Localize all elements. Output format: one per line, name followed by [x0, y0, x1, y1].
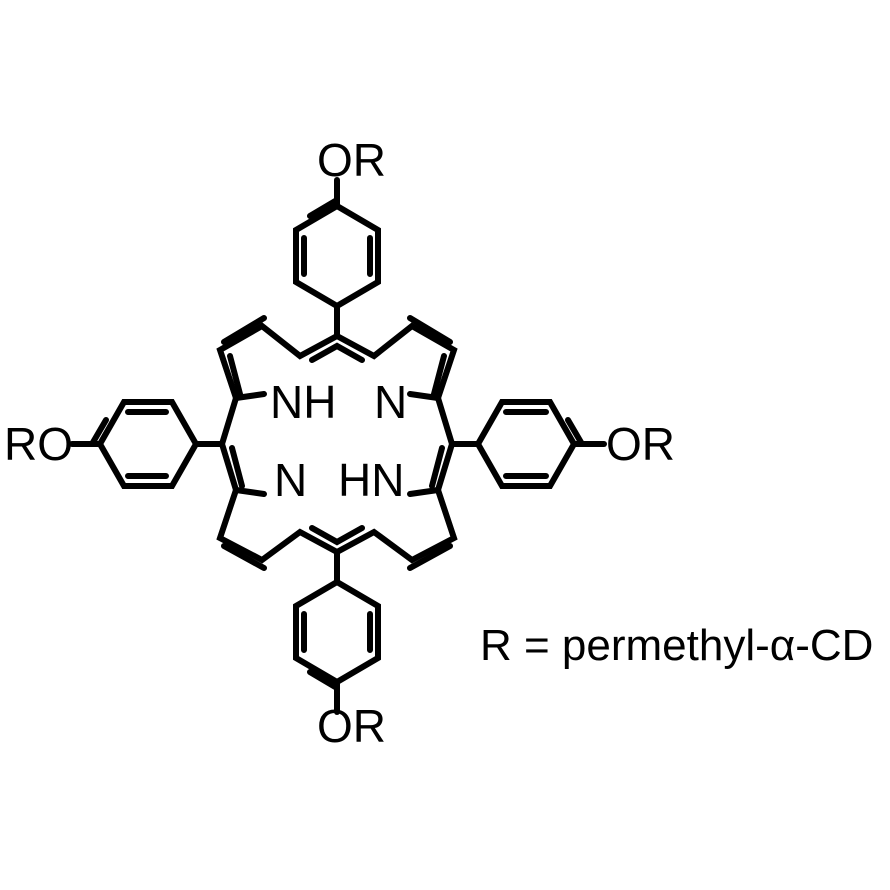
left-ro-label: RO: [4, 418, 73, 470]
pyrrole-hn-label: HN: [338, 454, 404, 506]
bottom-or-label: OR: [317, 700, 386, 752]
legend-text: R = permethyl-α-CD: [480, 621, 873, 670]
bond-skeleton: [69, 177, 607, 715]
pyrrole-n-label-top: N: [374, 376, 407, 428]
top-or-label: OR: [317, 134, 386, 186]
pyrrole-n-label-bottom: N: [274, 454, 307, 506]
right-or-label: OR: [606, 418, 675, 470]
pyrrole-nh-label: NH: [270, 376, 336, 428]
